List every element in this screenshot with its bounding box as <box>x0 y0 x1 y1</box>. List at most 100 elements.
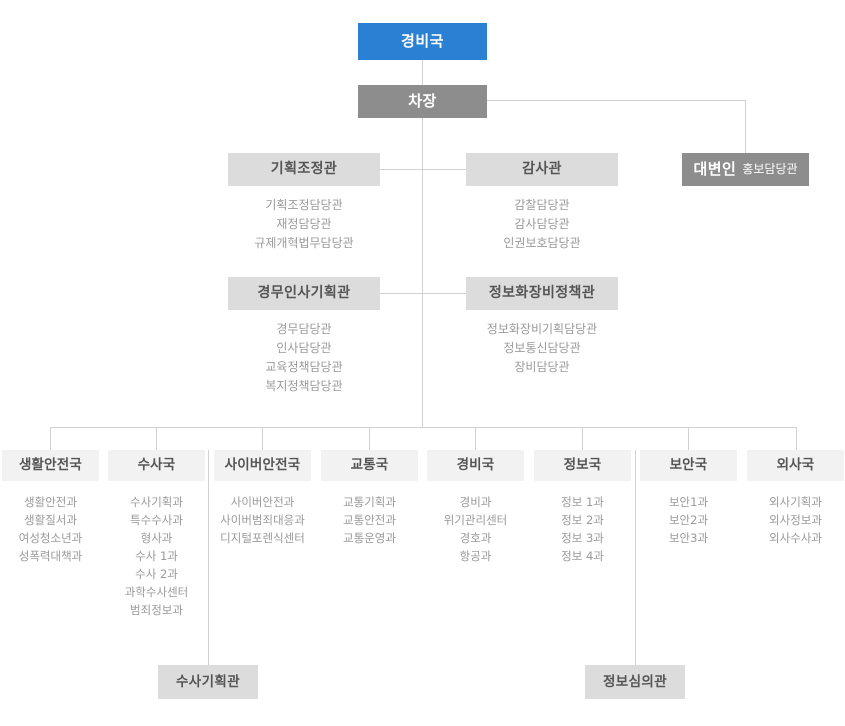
connector-bureau-bus <box>50 427 796 428</box>
list-item: 교통기획과 <box>343 495 396 509</box>
list-item: 수사 1과 <box>135 549 178 563</box>
node-label: 차장 <box>408 92 437 111</box>
connector-root-to-deputy <box>422 60 423 85</box>
list-item: 외사정보과 <box>769 513 822 527</box>
bureau-items-경비국: 경비과 위기관리센터 경호과 항공과 <box>427 493 524 565</box>
list-item: 보안3과 <box>668 531 709 545</box>
connector-deputy-to-spokesperson-v <box>745 100 746 153</box>
bureau-items-수사국: 수사기획과 특수수사과 형사과 수사 1과 수사 2과 과학수사센터 범죄정보과 <box>108 493 205 619</box>
node-bureau-경비국[interactable]: 경비국 <box>427 450 524 481</box>
list-item: 생활안전과 <box>24 495 77 509</box>
list-item: 장비담당관 <box>514 360 570 374</box>
connector-drop-bureau-4 <box>475 427 476 450</box>
list-item: 사이버안전과 <box>230 495 295 509</box>
list-item: 경호과 <box>459 531 492 545</box>
list-item: 사이버범죄대응과 <box>220 513 305 527</box>
node-bureau-생활안전국[interactable]: 생활안전국 <box>2 450 99 481</box>
list-item: 인권보호담당관 <box>503 236 581 250</box>
list-item: 여성청소년과 <box>18 531 83 545</box>
list-item: 과학수사센터 <box>124 585 189 599</box>
list-item: 외사기획과 <box>769 495 822 509</box>
list-item: 항공과 <box>459 549 492 563</box>
list-item: 재정담당관 <box>276 217 332 231</box>
node-staff-정보화장비정책관[interactable]: 정보화장비정책관 <box>466 277 618 310</box>
connector-staff-row1 <box>349 169 471 170</box>
node-label: 생활안전국 <box>18 457 83 474</box>
list-item: 정보 2과 <box>561 513 604 527</box>
node-root-경비국[interactable]: 경비국 <box>358 23 487 60</box>
bureau-items-보안국: 보안1과 보안2과 보안3과 <box>640 493 737 547</box>
list-item: 정보통신담당관 <box>503 341 581 355</box>
node-bureau-정보국[interactable]: 정보국 <box>534 450 631 481</box>
bureau-items-사이버안전국: 사이버안전과 사이버범죄대응과 디지털포렌식센터 <box>206 493 319 547</box>
list-item: 정보 3과 <box>561 531 604 545</box>
list-item: 인사담당관 <box>276 341 332 355</box>
node-bureau-사이버안전국[interactable]: 사이버안전국 <box>214 450 311 481</box>
node-bureau-보안국[interactable]: 보안국 <box>640 450 737 481</box>
list-item: 경무담당관 <box>276 322 332 336</box>
list-item: 교통운영과 <box>343 531 396 545</box>
list-item: 범죄정보과 <box>130 603 183 617</box>
node-staff-감사관[interactable]: 감사관 <box>466 153 618 186</box>
connector-to-수사기획관 <box>208 450 209 665</box>
list-item: 특수수사과 <box>130 513 183 527</box>
list-item: 형사과 <box>140 531 173 545</box>
list-item: 교통안전과 <box>343 513 396 527</box>
list-item: 보안1과 <box>668 495 709 509</box>
node-label: 교통국 <box>350 457 389 474</box>
staff-items-감사관: 감찰담당관 감사담당관 인권보호담당관 <box>466 196 618 253</box>
node-bottom-수사기획관[interactable]: 수사기획관 <box>158 665 258 699</box>
connector-drop-bureau-6 <box>688 427 689 450</box>
connector-drop-bureau-5 <box>582 427 583 450</box>
node-label: 경무인사기획관 <box>257 284 351 301</box>
staff-items-정보화장비정책관: 정보화장비기획담당관 정보통신담당관 장비담당관 <box>466 320 618 377</box>
list-item: 정보 1과 <box>561 495 604 509</box>
list-item: 복지정책담당관 <box>265 379 343 393</box>
list-item: 기획조정담당관 <box>265 198 343 212</box>
node-label: 경비국 <box>456 457 495 474</box>
list-item: 수사 2과 <box>135 567 178 581</box>
connector-deputy-spine <box>422 113 423 427</box>
list-item: 감사담당관 <box>514 217 570 231</box>
list-item: 디지털포렌식센터 <box>220 531 305 545</box>
node-bottom-정보심의관[interactable]: 정보심의관 <box>585 665 685 699</box>
connector-drop-bureau-0 <box>50 427 51 450</box>
connector-drop-bureau-2 <box>262 427 263 450</box>
connector-drop-bureau-1 <box>156 427 157 450</box>
node-spokesperson[interactable]: 대변인 홍보담당관 <box>682 153 809 186</box>
node-bureau-수사국[interactable]: 수사국 <box>108 450 205 481</box>
bureau-items-생활안전국: 생활안전과 생활질서과 여성청소년과 성폭력대책과 <box>2 493 99 565</box>
connector-to-정보심의관 <box>635 450 636 665</box>
bureau-items-정보국: 정보 1과 정보 2과 정보 3과 정보 4과 <box>534 493 631 565</box>
node-label: 감사관 <box>522 160 562 177</box>
node-deputy-차장[interactable]: 차장 <box>358 85 487 118</box>
staff-items-기획조정관: 기획조정담당관 재정담당관 규제개혁법무담당관 <box>228 196 380 253</box>
node-bureau-교통국[interactable]: 교통국 <box>321 450 418 481</box>
list-item: 보안2과 <box>668 513 709 527</box>
list-item: 생활질서과 <box>24 513 77 527</box>
node-label: 사이버안전국 <box>224 457 301 474</box>
node-label: 경비국 <box>401 32 444 51</box>
node-label: 수사기획관 <box>175 673 241 690</box>
list-item: 경비과 <box>459 495 492 509</box>
staff-items-경무인사기획관: 경무담당관 인사담당관 교육정책담당관 복지정책담당관 <box>228 320 380 396</box>
node-staff-경무인사기획관[interactable]: 경무인사기획관 <box>228 277 380 310</box>
connector-staff-row2 <box>349 293 471 294</box>
list-item: 정보화장비기획담당관 <box>486 322 598 336</box>
node-label: 정보국 <box>563 457 602 474</box>
connector-drop-bureau-3 <box>369 427 370 450</box>
node-bureau-외사국[interactable]: 외사국 <box>747 450 844 481</box>
node-staff-기획조정관[interactable]: 기획조정관 <box>228 153 380 186</box>
list-item: 외사수사과 <box>769 531 822 545</box>
bureau-items-교통국: 교통기획과 교통안전과 교통운영과 <box>321 493 418 547</box>
node-label: 보안국 <box>669 457 708 474</box>
list-item: 위기관리센터 <box>443 513 508 527</box>
node-label: 대변인 <box>693 160 737 179</box>
list-item: 수사기획과 <box>130 495 183 509</box>
node-label: 정보심의관 <box>602 673 668 690</box>
list-item: 교육정책담당관 <box>265 360 343 374</box>
connector-deputy-to-spokesperson-h <box>487 100 745 101</box>
list-item: 감찰담당관 <box>514 198 570 212</box>
node-label: 기획조정관 <box>270 160 338 177</box>
